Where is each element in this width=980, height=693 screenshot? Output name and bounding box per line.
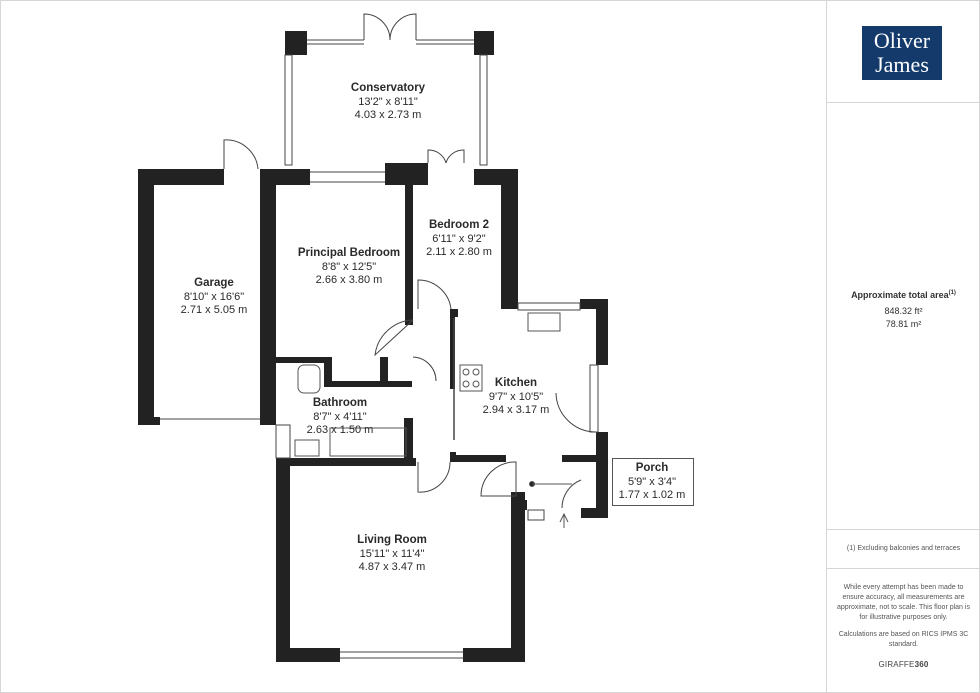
porch-callout (612, 458, 694, 506)
giraffe360-brand: GIRAFFE360 (827, 660, 980, 669)
door-swings (223, 13, 597, 509)
area-marker: (1) (948, 290, 956, 296)
fixtures (294, 312, 572, 528)
total-area: Approximate total area(1) 848.32 ft² 78.… (827, 287, 980, 331)
floor-plan (138, 13, 608, 662)
room-name: Principal Bedroom (297, 247, 401, 259)
room-metric: 4.03 x 2.73 m (354, 109, 422, 121)
room-name: Bedroom 2 (428, 219, 490, 231)
room-living-room: Living Room 15'11" x 11'4" 4.87 x 3.47 m (357, 533, 427, 574)
room-name: Porch (635, 462, 669, 474)
divider (827, 568, 980, 569)
area-title-text: Approximate total area (851, 290, 949, 300)
room-garage: Garage 8'10" x 16'6" 2.71 x 5.05 m (181, 276, 248, 317)
room-imperial: 8'7" x 4'11" (313, 411, 367, 423)
room-imperial: 15'11" x 11'4" (359, 548, 425, 560)
area-metric: 78.81 m² (885, 319, 922, 329)
room-porch: Porch 5'9" x 3'4" 1.77 x 1.02 m (619, 461, 686, 502)
room-metric: 1.77 x 1.02 m (618, 489, 686, 501)
logo-line-1: Oliver (873, 28, 931, 53)
room-bedroom-2: Bedroom 2 6'11" x 9'2" 2.11 x 2.80 m (426, 218, 492, 259)
room-imperial: 13'2" x 8'11" (358, 96, 418, 108)
brand-prefix: GIRAFFE (878, 660, 915, 669)
room-name: Kitchen (494, 377, 538, 389)
room-bathroom: Bathroom 8'7" x 4'11" 2.63 x 1.50 m (307, 396, 374, 437)
room-name: Bathroom (312, 397, 368, 409)
room-name: Living Room (357, 534, 427, 546)
room-name: Garage (194, 277, 234, 289)
room-metric: 2.71 x 5.05 m (180, 304, 248, 316)
room-metric: 2.63 x 1.50 m (306, 424, 374, 436)
room-imperial: 5'9" x 3'4" (627, 476, 677, 488)
room-imperial: 8'10" x 16'6" (183, 291, 245, 303)
room-metric: 2.11 x 2.80 m (426, 246, 492, 258)
windows (160, 39, 599, 659)
room-conservatory: Conservatory 13'2" x 8'11" 4.03 x 2.73 m (351, 81, 425, 122)
room-principal-bedroom: Principal Bedroom 8'8" x 12'5" 2.66 x 3.… (298, 246, 400, 287)
logo-line-2: James (875, 52, 929, 77)
calculation-note: Calculations are based on RICS IPMS 3C s… (838, 631, 969, 648)
room-imperial: 6'11" x 9'2" (432, 233, 486, 245)
room-imperial: 9'7" x 10'5" (488, 391, 544, 403)
room-kitchen: Kitchen 9'7" x 10'5" 2.94 x 3.17 m (483, 376, 550, 417)
disclaimer-note: While every attempt has been made to ens… (837, 584, 970, 621)
divider (827, 529, 980, 530)
area-imperial: 848.32 ft² (884, 306, 923, 316)
info-panel: Oliver James Approximate total area(1) 8… (826, 0, 980, 692)
room-imperial: 8'8" x 12'5" (321, 261, 377, 273)
brand-suffix: 360 (914, 660, 929, 669)
area-title: Approximate total area(1) (827, 287, 980, 302)
room-name: Conservatory (350, 82, 426, 94)
oliver-james-logo: Oliver James (862, 26, 942, 80)
walls (138, 31, 608, 662)
room-metric: 2.94 x 3.17 m (482, 404, 550, 416)
room-metric: 2.66 x 3.80 m (315, 274, 383, 286)
exclusion-note: (1) Excluding balconies and terraces (846, 545, 961, 552)
room-metric: 4.87 x 3.47 m (358, 561, 426, 573)
divider (827, 102, 980, 103)
